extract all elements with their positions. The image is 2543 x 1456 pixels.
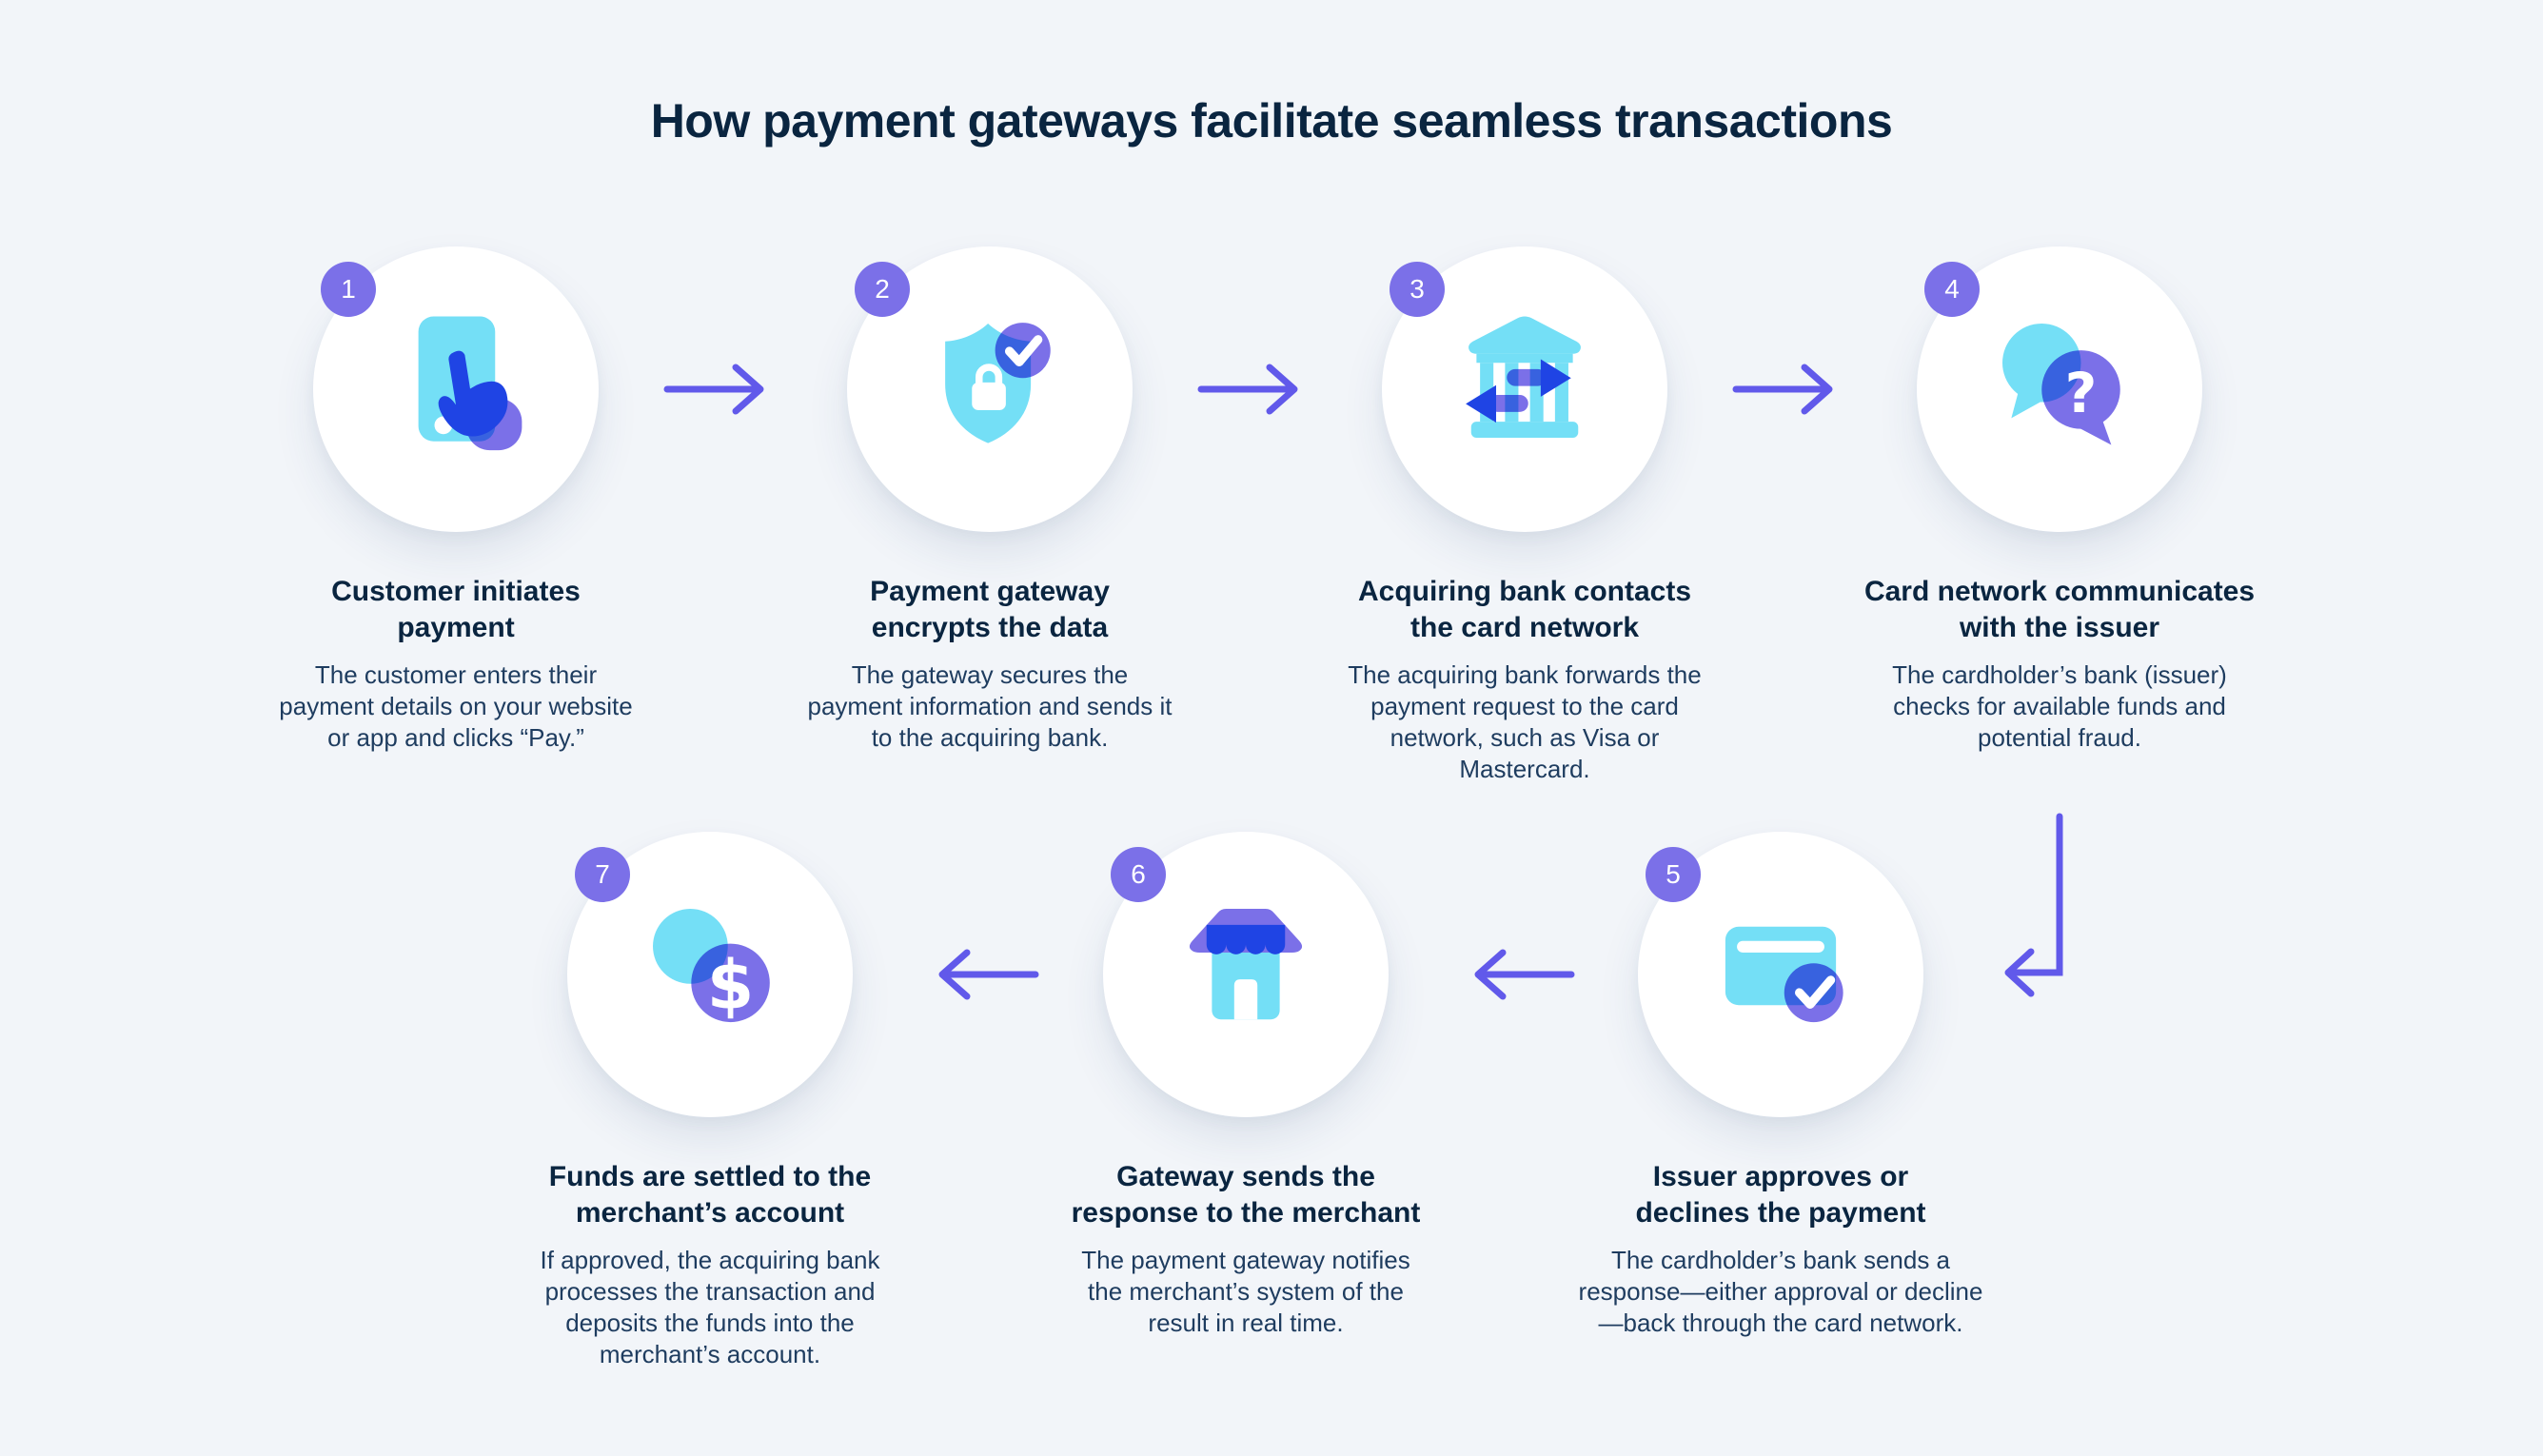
shield-lock-check-icon — [945, 323, 1051, 443]
step-5: 5 Issuer approves or declines the paymen… — [1562, 832, 2000, 1339]
step-1-description: The customer enters their payment detail… — [279, 660, 633, 752]
svg-text:$: $ — [707, 946, 755, 1025]
step-7-description: If approved, the acquiring bank processe… — [540, 1246, 880, 1368]
step-7-number-badge: 7 — [575, 847, 630, 902]
step-7-title: Funds are settled to the merchant’s acco… — [548, 1161, 872, 1229]
step-1-title: Customer initiates payment — [331, 576, 581, 643]
funds-settled-icon: $ — [653, 909, 770, 1025]
svg-text:?: ? — [2065, 361, 2098, 425]
arrow-step6-to-step7-icon — [938, 949, 1039, 1000]
step-5-number-badge: 5 — [1646, 847, 1701, 902]
step-6-circle: 6 — [1103, 832, 1389, 1117]
step-3-number-badge: 3 — [1390, 262, 1445, 317]
step-6-description: The payment gateway notifies the merchan… — [1081, 1246, 1410, 1337]
step-6-title: Gateway sends the response to the mercha… — [1071, 1161, 1421, 1229]
arrow-step2-to-step3-icon — [1197, 364, 1298, 415]
step-4-title: Card network communicates with the issue… — [1863, 576, 2256, 643]
step-2-circle: 2 — [847, 246, 1133, 532]
step-5-description: The cardholder’s bank sends a response—e… — [1578, 1246, 1983, 1337]
chat-question-icon: ? — [2002, 324, 2120, 445]
arrow-step4-to-step5-elbow-icon — [2004, 813, 2063, 997]
step-1-circle: 1 — [313, 246, 599, 532]
bank-transfer-icon — [1466, 316, 1581, 438]
step-3-title: Acquiring bank contacts the card network — [1357, 576, 1692, 643]
page-title: How payment gateways facilitate seamless… — [650, 94, 1893, 148]
arrow-step5-to-step6-icon — [1474, 949, 1575, 1000]
step-7-circle: 7 $ — [567, 832, 853, 1117]
storefront-icon — [1189, 909, 1303, 1020]
arrow-step1-to-step2-icon — [663, 364, 764, 415]
step-3: 3 Acquiring bank contacts the card netwo… — [1306, 246, 1744, 785]
step-2: 2 Payment gateway encrypts the data The … — [771, 246, 1209, 754]
step-6: 6 Gateway sends the response to the merc… — [1027, 832, 1465, 1339]
arrow-step3-to-step4-icon — [1732, 364, 1833, 415]
step-2-description: The gateway secures the payment informat… — [807, 660, 1173, 752]
step-4-circle: 4 ? — [1917, 246, 2202, 532]
step-3-circle: 3 — [1382, 246, 1667, 532]
step-1-number-badge: 1 — [321, 262, 376, 317]
step-5-circle: 5 — [1638, 832, 1923, 1117]
step-4-description: The cardholder’s bank (issuer) checks fo… — [1892, 660, 2227, 752]
step-1: 1 Customer initiates payment The custome… — [237, 246, 675, 754]
step-6-number-badge: 6 — [1111, 847, 1166, 902]
step-7: 7 $ Funds are settled to the merchant’s … — [491, 832, 929, 1370]
step-2-title: Payment gateway encrypts the data — [870, 576, 1110, 643]
step-5-title: Issuer approves or declines the payment — [1635, 1161, 1926, 1229]
card-approved-icon — [1725, 926, 1843, 1023]
step-2-number-badge: 2 — [855, 262, 910, 317]
step-3-description: The acquiring bank forwards the payment … — [1348, 660, 1702, 783]
phone-tap-icon — [418, 316, 522, 451]
step-4: 4 ? Card network communicates with the i… — [1841, 246, 2278, 754]
step-4-number-badge: 4 — [1924, 262, 1980, 317]
